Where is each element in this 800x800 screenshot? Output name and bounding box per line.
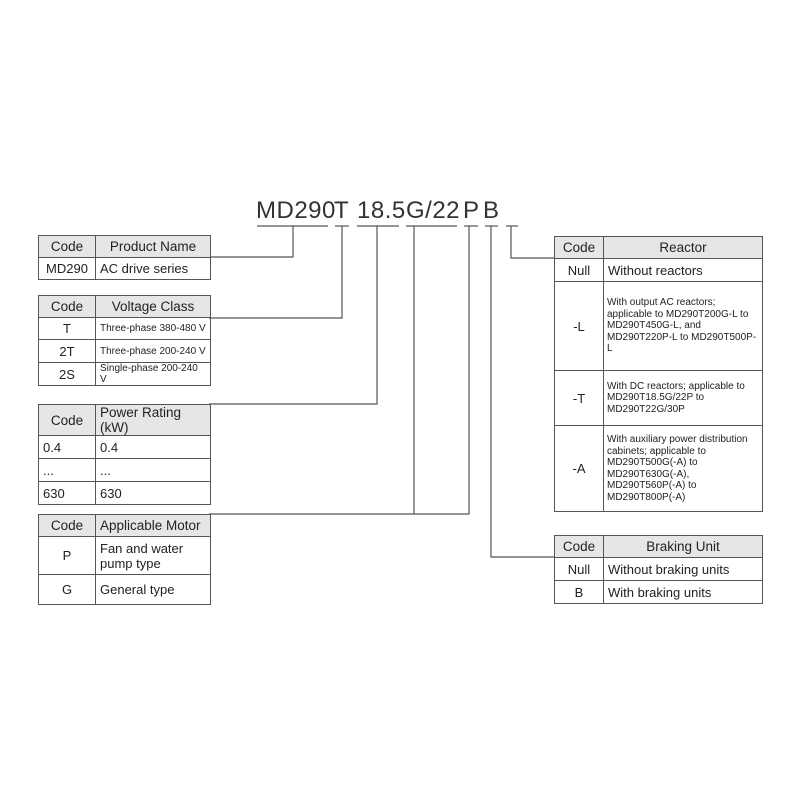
- braking-row-code: Null: [554, 557, 604, 581]
- voltage-row-code: 2S: [38, 362, 96, 386]
- reactor-header-reactor: Reactor: [603, 236, 763, 259]
- product-row-code: MD290: [38, 257, 96, 280]
- motor-row-desc: Fan and water pump type: [95, 536, 211, 575]
- product-row-name: AC drive series: [95, 257, 211, 280]
- power-rating-table: Code Power Rating (kW) 0.4 0.4 ... ... 6…: [38, 404, 211, 505]
- connector-power: [209, 226, 378, 405]
- power-row-code: 0.4: [38, 435, 96, 459]
- connector-voltage: [209, 226, 343, 319]
- reactor-row-code: -T: [554, 370, 604, 426]
- reactor-row-desc: With auxiliary power distribution cabine…: [603, 425, 763, 512]
- voltage-row-desc: Single-phase 200-240 V: [95, 362, 211, 386]
- power-row-rating: 0.4: [95, 435, 211, 459]
- model-code-series: MD290: [256, 197, 336, 224]
- power-row-rating: ...: [95, 458, 211, 482]
- braking-header-code: Code: [554, 535, 604, 558]
- power-row-code: ...: [38, 458, 96, 482]
- motor-header-code: Code: [38, 514, 96, 537]
- power-row-code: 630: [38, 481, 96, 505]
- reactor-row-desc: With output AC reactors; applicable to M…: [603, 281, 763, 371]
- motor-row-code: P: [38, 536, 96, 575]
- model-code-braking: B: [483, 197, 500, 224]
- model-code-motor: G/22: [406, 197, 461, 224]
- connector-motor-p: [414, 226, 470, 515]
- model-code-power: 18.5: [357, 197, 406, 224]
- braking-row-desc: Without braking units: [603, 557, 763, 581]
- braking-unit-table: Code Braking Unit Null Without braking u…: [554, 535, 763, 604]
- voltage-row-desc: Three-phase 380-480 V: [95, 317, 211, 340]
- voltage-row-code: T: [38, 317, 96, 340]
- power-header-rating: Power Rating (kW): [95, 404, 211, 436]
- motor-header-motor: Applicable Motor: [95, 514, 211, 537]
- voltage-class-table: Code Voltage Class T Three-phase 380-480…: [38, 295, 211, 386]
- braking-header-unit: Braking Unit: [603, 535, 763, 558]
- connector-motor-g: [209, 226, 415, 515]
- power-header-code: Code: [38, 404, 96, 436]
- connector-braking: [490, 226, 554, 558]
- voltage-row-code: 2T: [38, 339, 96, 363]
- applicable-motor-table: Code Applicable Motor P Fan and water pu…: [38, 514, 211, 605]
- power-row-rating: 630: [95, 481, 211, 505]
- product-name-table: Code Product Name MD290 AC drive series: [38, 235, 211, 280]
- motor-row-code: G: [38, 574, 96, 605]
- model-code-voltage: T: [334, 197, 350, 224]
- braking-row-code: B: [554, 580, 604, 604]
- voltage-header-code: Code: [38, 295, 96, 318]
- model-code-p: P: [463, 197, 480, 224]
- reactor-table: Code Reactor Null Without reactors -L Wi…: [554, 236, 763, 512]
- reactor-header-code: Code: [554, 236, 604, 259]
- voltage-row-desc: Three-phase 200-240 V: [95, 339, 211, 363]
- reactor-row-desc: Without reactors: [603, 258, 763, 282]
- reactor-row-code: -A: [554, 425, 604, 512]
- reactor-row-desc: With DC reactors; applicable to MD290T18…: [603, 370, 763, 426]
- product-header-code: Code: [38, 235, 96, 258]
- reactor-row-code: Null: [554, 258, 604, 282]
- product-header-name: Product Name: [95, 235, 211, 258]
- braking-row-desc: With braking units: [603, 580, 763, 604]
- voltage-header-class: Voltage Class: [95, 295, 211, 318]
- connector-series: [209, 226, 294, 258]
- motor-row-desc: General type: [95, 574, 211, 605]
- reactor-row-code: -L: [554, 281, 604, 371]
- connector-reactor: [510, 226, 554, 259]
